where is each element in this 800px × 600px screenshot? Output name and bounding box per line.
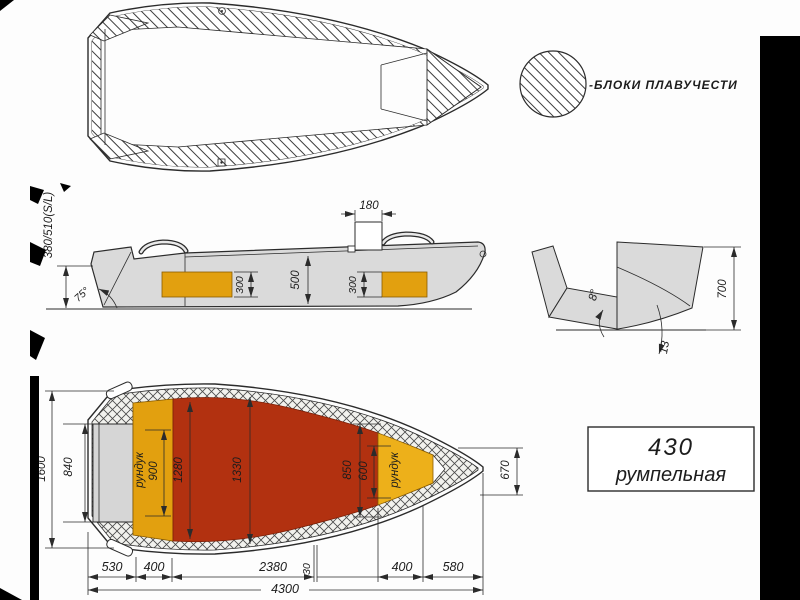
- hull-outline-outer: [87, 2, 489, 172]
- scan-mark-3: [30, 330, 45, 360]
- model-box: 430 румпельная: [587, 426, 755, 492]
- bow-locker-plan: [377, 432, 434, 506]
- stern-corner-block-top: [89, 14, 150, 42]
- flare-arc: [656, 304, 665, 355]
- dim-75deg: 75°: [72, 285, 92, 305]
- scan-edge-right: [760, 36, 800, 600]
- stern-locker-label: рундук: [134, 452, 146, 489]
- deck-fitting-round: [218, 7, 226, 15]
- stern-grab-handle-inner: [139, 240, 188, 254]
- dim-180: 180: [359, 200, 379, 212]
- sheer-inner-line: [184, 245, 479, 258]
- bow-grab-handle: [380, 231, 435, 246]
- plan-view: 1600 840 рундук 900 1280 1330 850 600 ру…: [36, 381, 523, 596]
- dim-500: 500: [290, 270, 302, 290]
- deck-fitting-small: [347, 245, 356, 253]
- top-view: [87, 2, 489, 172]
- plan-hull-inner: [91, 387, 479, 551]
- gunwale-flotation-band: [92, 6, 483, 168]
- deck-fitting-square-dot: [220, 161, 223, 164]
- side-view: 500 180 300 300 380/510(S/L) 75°: [43, 192, 487, 310]
- legend-label: -БЛОКИ ПЛАВУЧЕСТИ: [589, 78, 738, 92]
- dim-670: 670: [500, 460, 512, 480]
- chain-400b: 400: [392, 560, 413, 574]
- scan-corner-bottom-left: [0, 588, 22, 600]
- bow-flotation-block: [426, 48, 482, 126]
- plan-flotation-band: [92, 387, 478, 551]
- cockpit-boundary: [100, 26, 482, 148]
- model-box-frame: [587, 426, 755, 492]
- chain-580: 580: [443, 560, 464, 574]
- dim-300-stern: 300: [234, 276, 246, 294]
- transom-angle-arc: [98, 288, 118, 309]
- deck-fitting-round-dot: [221, 10, 223, 12]
- bow-grab-handle-inner: [381, 232, 434, 245]
- stern-grab-handle: [138, 239, 189, 255]
- chain-30: 30: [301, 563, 313, 575]
- transom-brace: [103, 251, 132, 306]
- model-variant: румпельная: [615, 464, 727, 486]
- dim-1280: 1280: [173, 457, 185, 483]
- bow-seat-edge-bottom: [380, 108, 428, 122]
- dim-300-bow: 300: [347, 276, 359, 294]
- scan-edge-left: [30, 376, 39, 600]
- console-post: [354, 221, 383, 251]
- scan-corner-top-left: [0, 0, 14, 11]
- dim-4300: 4300: [271, 582, 299, 596]
- dim-13: 13: [658, 340, 672, 355]
- scan-mark-2: [30, 242, 46, 266]
- dim-8deg: 8°: [587, 288, 602, 302]
- legend: -БЛОКИ ПЛАВУЧЕСТИ: [519, 50, 738, 118]
- bow-seat-edge-top: [380, 52, 428, 66]
- stern-handle-bottom: [106, 538, 134, 557]
- section-chine-curve: [616, 266, 691, 307]
- bow-locker-side: [381, 271, 428, 298]
- flotation-block-symbol: [519, 50, 587, 118]
- dim-840: 840: [63, 457, 75, 477]
- dim-depth: 380/510(S/L): [43, 192, 55, 259]
- bow-locker-label: рундук: [389, 452, 401, 489]
- chain-400a: 400: [144, 560, 165, 574]
- deck-fitting-square: [217, 158, 226, 167]
- scan-mark-4: [60, 183, 71, 192]
- section-view: 8° 13 700: [531, 241, 741, 355]
- bow-eye: [479, 250, 487, 258]
- deadrise-arc: [595, 309, 605, 338]
- dim-1330: 1330: [232, 457, 244, 483]
- section-transom-plate: [616, 241, 704, 330]
- chain-530: 530: [102, 560, 123, 574]
- model-number: 430: [648, 434, 694, 461]
- stern-locker-side: [161, 271, 233, 298]
- stern-corner-block-bottom: [89, 132, 150, 160]
- dim-900: 900: [148, 461, 160, 481]
- dim-850: 850: [342, 460, 354, 480]
- dim-600: 600: [358, 461, 370, 481]
- chain-2380: 2380: [258, 560, 287, 574]
- scan-mark-1: [30, 186, 44, 204]
- dim-700: 700: [717, 279, 729, 299]
- stern-handle-top: [105, 381, 133, 400]
- plan-hull-outer: [87, 383, 484, 555]
- dim-4300-mask: [261, 582, 309, 595]
